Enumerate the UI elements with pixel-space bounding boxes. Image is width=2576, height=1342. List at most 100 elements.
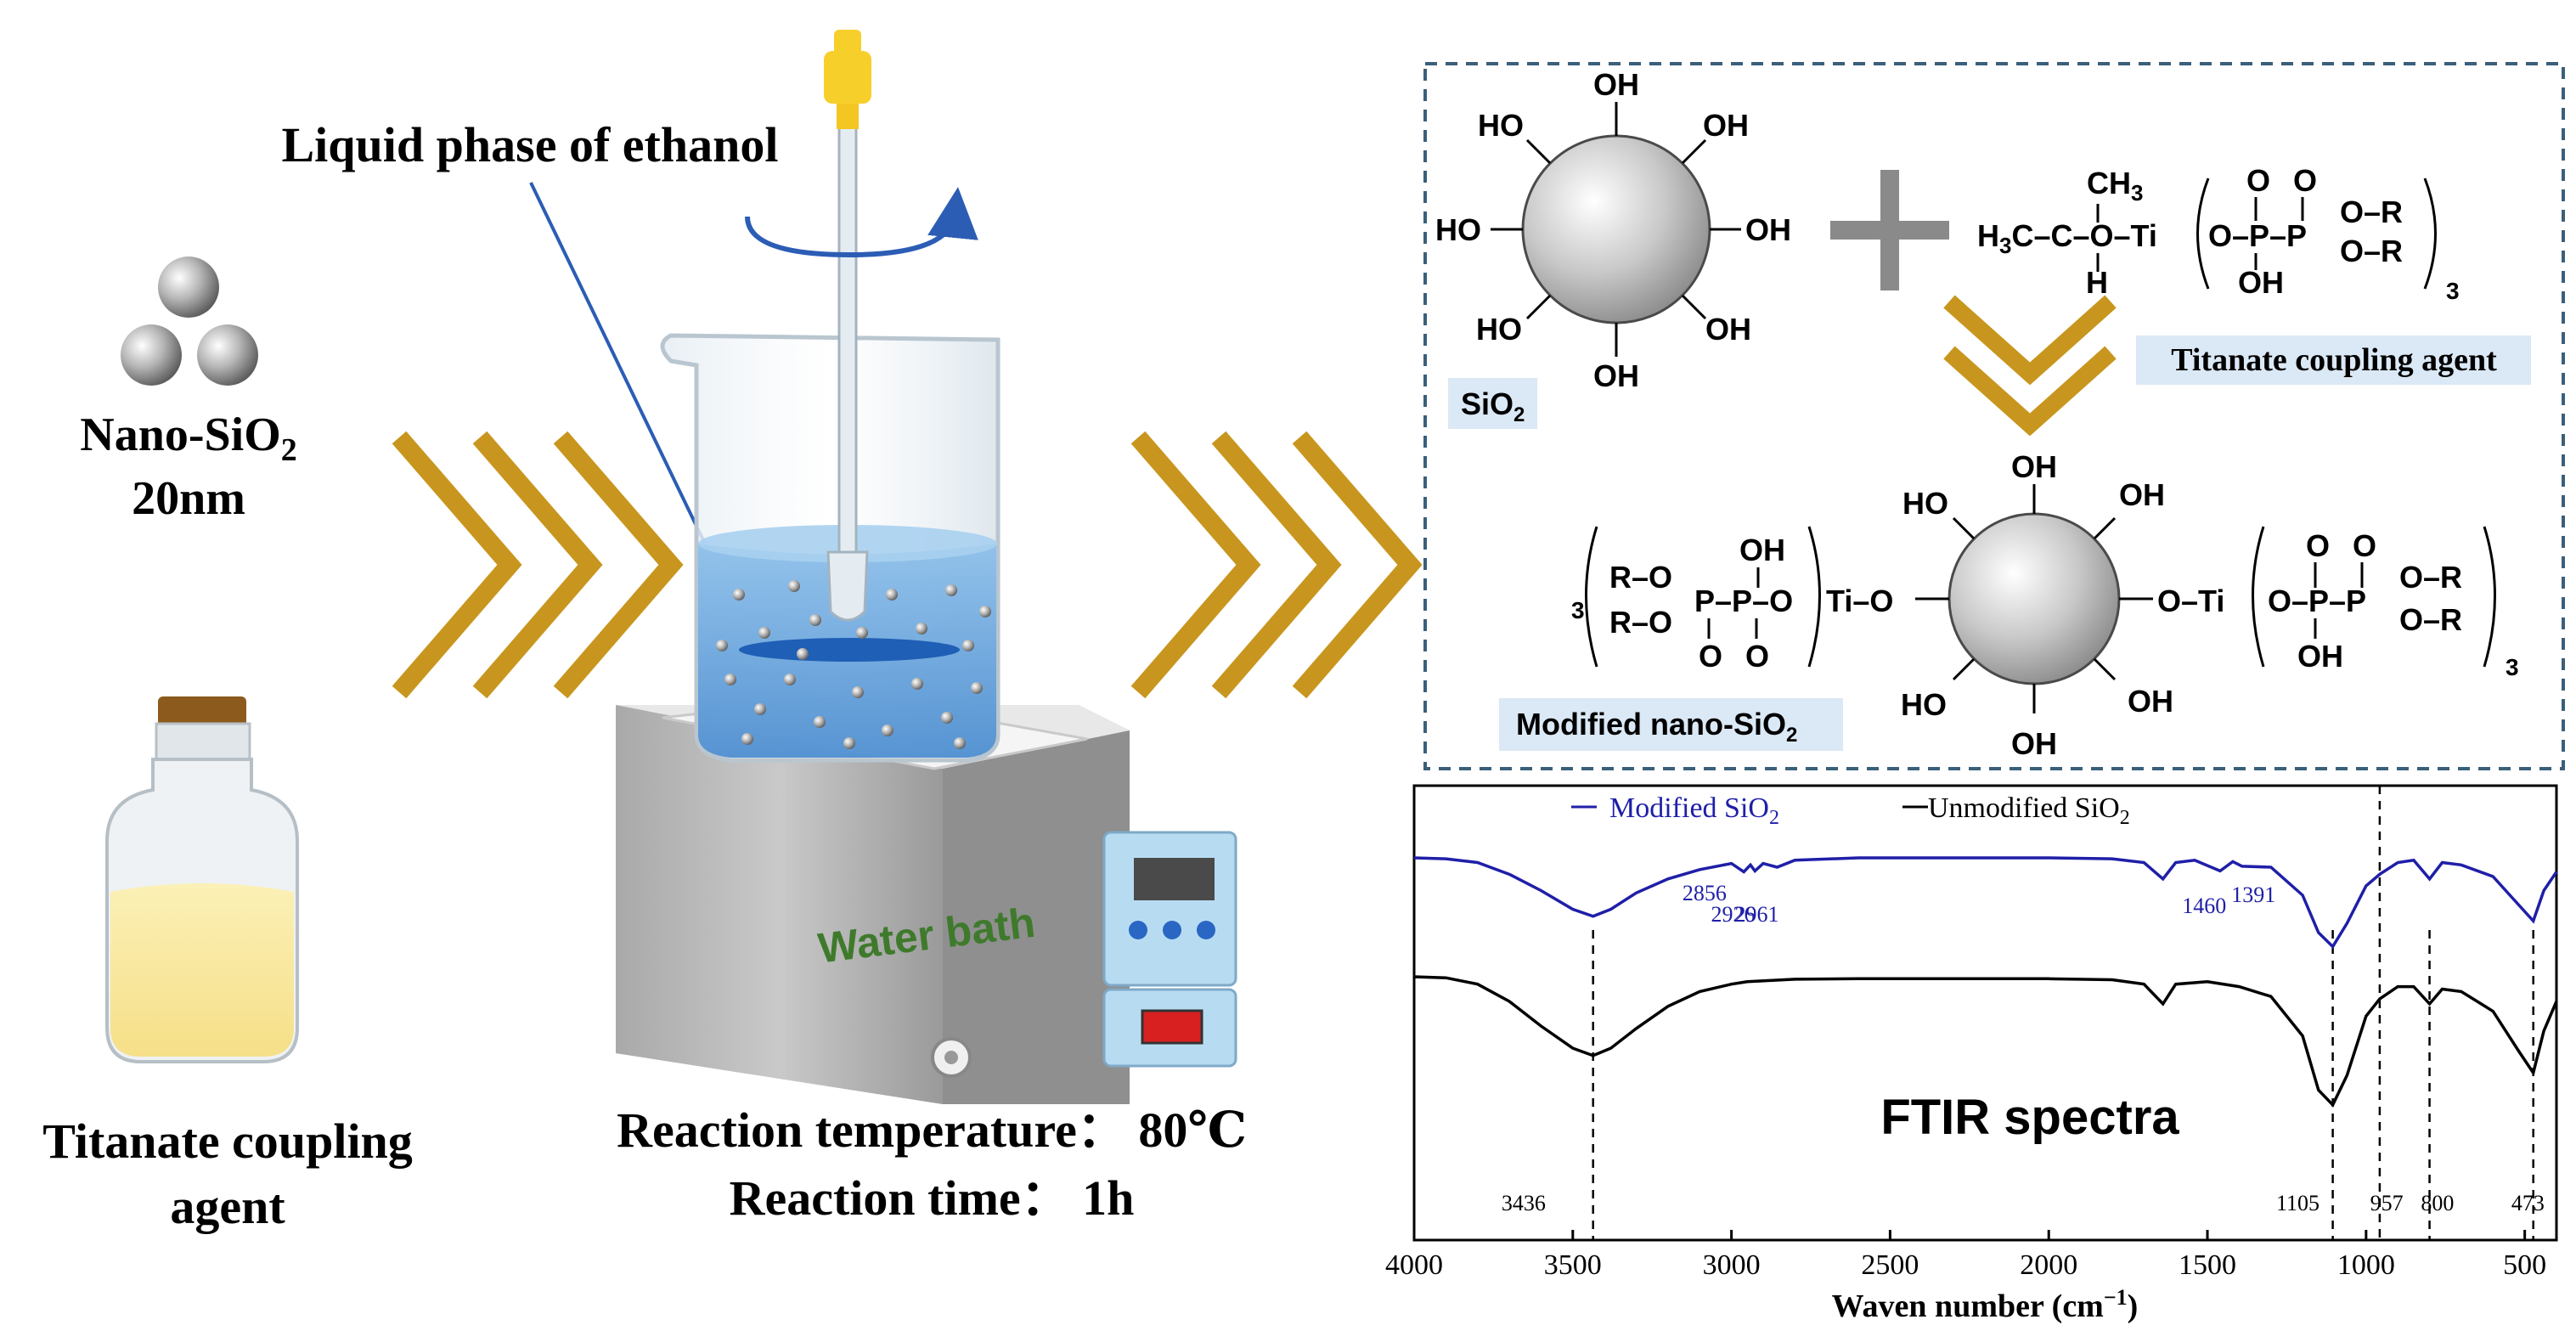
titanate-label-box	[2136, 336, 2531, 385]
svg-text:O: O	[2293, 163, 2317, 198]
chart-series	[1413, 856, 2558, 1108]
svg-text:OH: OH	[1745, 212, 1791, 247]
coupling-agent-label-line2: agent	[170, 1179, 285, 1234]
x-tick-label-3500: 3500	[1544, 1249, 1602, 1281]
svg-text:O–R: O–R	[2340, 195, 2403, 229]
svg-text:HO: HO	[1901, 687, 1947, 722]
svg-text:OH: OH	[2119, 477, 2165, 512]
chart-plot-area	[1412, 784, 2558, 1242]
svg-text:R–O: R–O	[1609, 605, 1672, 640]
svg-text:O: O	[1699, 639, 1722, 674]
legend-unmodified: Unmodified SiO2	[1928, 792, 2130, 829]
x-tick-label-1000: 1000	[2337, 1249, 2395, 1281]
svg-text:O: O	[1745, 639, 1769, 674]
peak-label-1105: 1105	[2276, 1191, 2320, 1215]
svg-text:HO: HO	[1435, 212, 1481, 247]
modified-hydroxyl-labels: OH OH HO OH HO OH	[1901, 449, 2173, 761]
svg-text:H: H	[2086, 265, 2108, 300]
chart-title: FTIR spectra	[1880, 1090, 2179, 1145]
beaker-icon	[660, 333, 1001, 763]
reaction-time: Reaction time： 1h	[730, 1170, 1135, 1226]
nanoparticle-icon	[158, 257, 219, 318]
peak-label-3436: 3436	[1502, 1191, 1546, 1215]
x-tick-label-4000: 4000	[1385, 1249, 1443, 1281]
peak-label-800: 800	[2421, 1191, 2454, 1215]
svg-text:O–R: O–R	[2340, 234, 2403, 268]
sio2-sphere-icon	[1491, 102, 1741, 357]
svg-text:OH: OH	[1705, 312, 1751, 347]
process-arrow-2	[1130, 431, 1423, 699]
svg-text:OH: OH	[2128, 684, 2173, 719]
nano-sio2-label: Nano-SiO2	[80, 409, 297, 468]
svg-text:Ti–O: Ti–O	[1826, 584, 1893, 618]
x-tick-label-3000: 3000	[1703, 1249, 1761, 1281]
x-tick-label-2500: 2500	[1861, 1249, 1919, 1281]
svg-text:O: O	[2246, 163, 2270, 198]
svg-text:HO: HO	[1902, 486, 1948, 521]
chart-x-axis: 4000 3500 3000 2500 2000 1500 1000 500	[1385, 1230, 2546, 1281]
svg-text:OH: OH	[2238, 265, 2284, 300]
coupling-agent-label-line1: Titanate coupling	[42, 1114, 413, 1169]
reaction-temperature: Reaction temperature： 80℃	[617, 1102, 1247, 1158]
series-line-1	[1413, 975, 2558, 1108]
svg-text:HO: HO	[1476, 312, 1522, 347]
x-tick-label-1500: 1500	[2179, 1249, 2236, 1281]
svg-text:3: 3	[2506, 654, 2519, 680]
chart-dashed-lines	[1592, 786, 2534, 1240]
svg-text:O: O	[2353, 528, 2376, 563]
series-line-0	[1413, 856, 2558, 950]
svg-text:OH: OH	[1593, 67, 1639, 102]
liquid-phase-label: Liquid phase of ethanol	[281, 117, 778, 172]
svg-text:O–R: O–R	[2399, 602, 2462, 637]
nanoparticle-icon	[197, 324, 258, 386]
svg-text:O–Ti: O–Ti	[2157, 584, 2224, 618]
svg-text:OH: OH	[2297, 639, 2343, 674]
svg-text:O–P–P: O–P–P	[2268, 584, 2366, 618]
peak-label-2926: 2926	[1711, 902, 1755, 927]
rotation-arrow-icon	[745, 187, 978, 258]
svg-text:OH: OH	[1593, 358, 1639, 393]
svg-text:O: O	[2306, 528, 2330, 563]
peak-label-473: 473	[2511, 1191, 2545, 1215]
coupling-agent-bottle-icon	[105, 696, 299, 1063]
svg-text:OH: OH	[2011, 726, 2057, 761]
reaction-arrow-down	[1943, 295, 2117, 437]
sio2-hydroxyl-labels: OH OH HO OH HO OH HO OH	[1435, 67, 1791, 393]
svg-text:CH3: CH3	[2087, 166, 2143, 206]
stirrer-icon	[824, 30, 871, 622]
peak-label-1391: 1391	[2231, 882, 2275, 907]
x-tick-label-500: 500	[2503, 1249, 2546, 1281]
modified-label: Modified nano-SiO2	[1516, 707, 1797, 747]
nano-sio2-particles	[121, 257, 258, 386]
plus-icon	[1830, 170, 1949, 290]
titanate-label: Titanate coupling agent	[2171, 342, 2497, 378]
modified-sio2-sphere-icon	[1915, 484, 2153, 713]
svg-text:R–O: R–O	[1609, 560, 1672, 595]
svg-text:OH: OH	[1703, 108, 1749, 143]
svg-text:3: 3	[2446, 278, 2460, 304]
liquid-phase-pointer	[529, 182, 707, 544]
chart-xlabel: Waven number (cm−1)	[1832, 1285, 2139, 1324]
process-arrow-1	[392, 431, 684, 699]
svg-text:3: 3	[1571, 597, 1585, 623]
svg-text:O–P–P: O–P–P	[2208, 218, 2307, 253]
legend-modified: Modified SiO2	[1609, 792, 1779, 829]
modified-label-box	[1499, 698, 1843, 751]
peak-label-2856: 2856	[1683, 881, 1727, 905]
peak-label-957: 957	[2370, 1191, 2404, 1215]
ftir-chart: 4000 3500 3000 2500 2000 1500 1000 500 29612926…	[1385, 784, 2558, 1324]
nano-sio2-size: 20nm	[132, 472, 245, 525]
water-bath-icon	[616, 695, 1237, 1104]
nanoparticle-icon	[121, 324, 182, 386]
svg-text:H3C–C–O–Ti: H3C–C–O–Ti	[1977, 218, 2157, 258]
sio2-label: SiO2	[1461, 386, 1525, 426]
x-tick-label-2000: 2000	[2020, 1249, 2077, 1281]
sio2-label-box	[1448, 378, 1537, 429]
svg-text:OH: OH	[1739, 533, 1785, 567]
peak-label-2961: 2961	[1735, 902, 1779, 927]
